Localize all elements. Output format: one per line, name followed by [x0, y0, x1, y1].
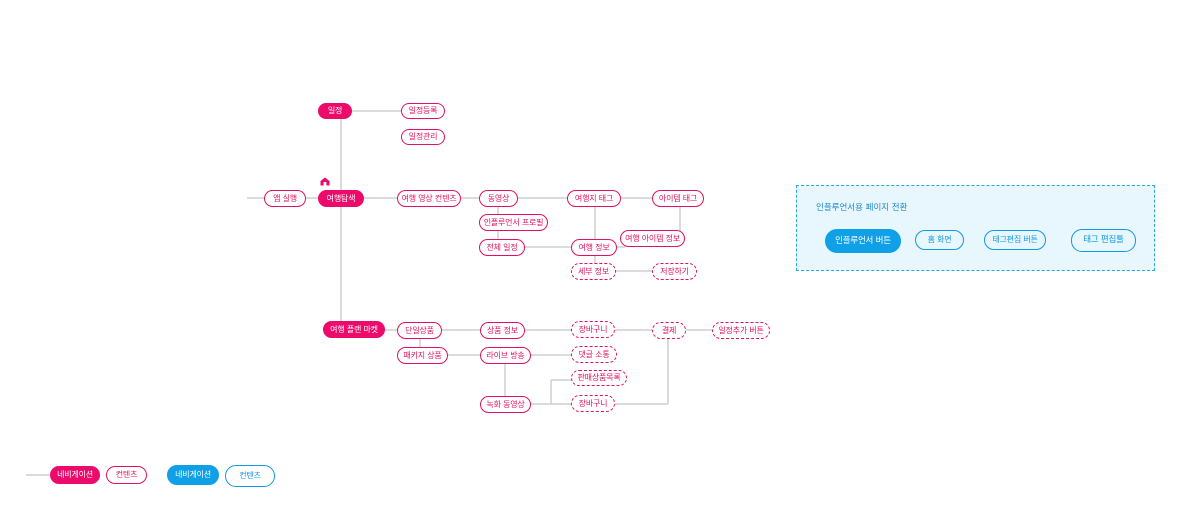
sale-list-node[interactable]: 판매상품목록 — [571, 370, 627, 386]
legend-pink-content: 컨텐츠 — [106, 466, 147, 484]
save-node[interactable]: 저장하기 — [652, 263, 697, 280]
detail-info-node[interactable]: 세부 정보 — [571, 263, 616, 280]
add-schedule-button-node[interactable]: 일정추가 버튼 — [712, 322, 770, 339]
app-launch-node[interactable]: 앱 실행 — [264, 190, 306, 207]
home-icon — [320, 177, 330, 186]
live-broadcast-node[interactable]: 라이브 방송 — [480, 347, 531, 364]
schedule-manage-node[interactable]: 일정관리 — [401, 129, 445, 145]
influencer-profile-node[interactable]: 인플루언서 프로필 — [479, 214, 548, 231]
full-schedule-node[interactable]: 전체 일정 — [479, 239, 525, 256]
influencer-button-node[interactable]: 인플루언서 버튼 — [825, 229, 901, 253]
tag-edit-button-node[interactable]: 태그편집 버튼 — [984, 230, 1046, 250]
product-info-node[interactable]: 상품 정보 — [480, 322, 525, 339]
package-product-node[interactable]: 패키지 상품 — [397, 347, 448, 364]
destination-tag-node[interactable]: 여행지 태그 — [567, 190, 621, 207]
travel-plan-market-nav-node[interactable]: 여행 플랜 마켓 — [323, 321, 385, 338]
item-tag-node[interactable]: 아이템 태그 — [652, 190, 704, 207]
influencer-page-panel — [796, 185, 1155, 271]
single-product-node[interactable]: 단일상품 — [397, 322, 442, 339]
cart2-node[interactable]: 장바구니 — [571, 395, 615, 412]
travel-info-node[interactable]: 여행 정보 — [571, 239, 617, 256]
video-node[interactable]: 동영상 — [479, 190, 518, 207]
influencer-panel-title: 인플루언서용 페이지 전환 — [816, 203, 908, 213]
legend-blue-content: 컨텐츠 — [225, 465, 275, 487]
travel-explore-nav-node[interactable]: 여행탐색 — [318, 190, 364, 207]
payment-node[interactable]: 결제 — [652, 322, 686, 339]
travel-item-info-node[interactable]: 여행 아이템 정보 — [620, 230, 685, 247]
legend-blue-navigation: 네비게이션 — [167, 465, 219, 485]
legend-pink-navigation: 네비게이션 — [50, 466, 100, 484]
tag-edit-tool-node[interactable]: 태그 편집툴 — [1071, 229, 1136, 252]
home-screen-node[interactable]: 홈 화면 — [915, 230, 964, 250]
cart-node[interactable]: 장바구니 — [571, 321, 615, 338]
travel-video-content-node[interactable]: 여행 영상 컨텐츠 — [397, 190, 461, 207]
recorded-video-node[interactable]: 녹화 동영상 — [480, 396, 531, 413]
comment-node[interactable]: 댓글 소통 — [571, 346, 617, 363]
schedule-register-node[interactable]: 일정등록 — [401, 103, 445, 119]
schedule-nav-node[interactable]: 일정 — [318, 103, 352, 119]
